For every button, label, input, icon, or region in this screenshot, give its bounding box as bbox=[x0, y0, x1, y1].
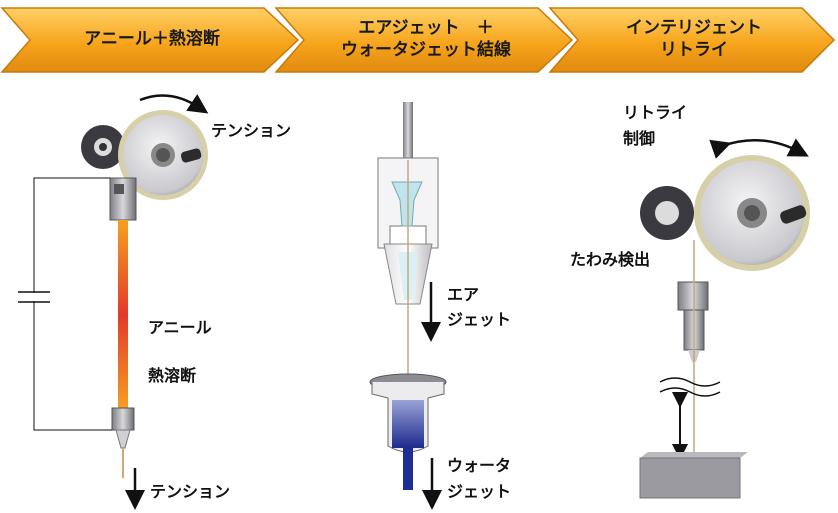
water-stream bbox=[403, 448, 413, 490]
label-heat-cut: 熱溶断 bbox=[148, 366, 197, 385]
banner-line1: インテリジェント bbox=[626, 18, 762, 38]
banner-intelligent-retry: インテリジェント リトライ bbox=[548, 4, 838, 74]
slack-sensor bbox=[677, 281, 709, 311]
lower-clamp bbox=[111, 407, 135, 431]
banner-anneal-heatcut: アニール＋熱溶断 bbox=[0, 4, 302, 74]
guide-rod bbox=[403, 102, 413, 172]
banner-line1: エアジェット ＋ bbox=[358, 18, 494, 38]
label-water-line1: ウォータ bbox=[447, 456, 512, 475]
label-anneal: アニール bbox=[148, 318, 212, 337]
banner-airjet-waterjet: エアジェット ＋ ウォータジェット結線 bbox=[274, 4, 576, 74]
banner-line2: ウォータジェット結線 bbox=[341, 40, 511, 60]
panel-jet bbox=[369, 102, 447, 510]
label-air-line2: ジェット bbox=[447, 310, 512, 329]
label-slack-detect: たわみ検出 bbox=[570, 250, 651, 269]
banner-line2: リトライ bbox=[660, 40, 728, 60]
work-base bbox=[639, 457, 741, 499]
retry-rotation-arrow bbox=[709, 138, 809, 159]
panel-retry bbox=[639, 138, 810, 499]
label-tension-bottom: テンション bbox=[150, 482, 231, 501]
label-air-line1: エア bbox=[447, 285, 480, 304]
heating-circuit bbox=[33, 177, 112, 431]
label-tension-top: テンション bbox=[211, 121, 292, 140]
rotation-arrow bbox=[139, 94, 209, 114]
label-retry-line1: リトライ bbox=[623, 103, 688, 122]
panel-anneal bbox=[18, 94, 209, 510]
annealed-wire bbox=[118, 220, 128, 410]
label-retry-line2: 制御 bbox=[623, 129, 656, 148]
banner-line1: アニール＋熱溶断 bbox=[84, 29, 220, 49]
label-water-line2: ジェット bbox=[447, 482, 512, 501]
break-mark bbox=[659, 377, 721, 387]
